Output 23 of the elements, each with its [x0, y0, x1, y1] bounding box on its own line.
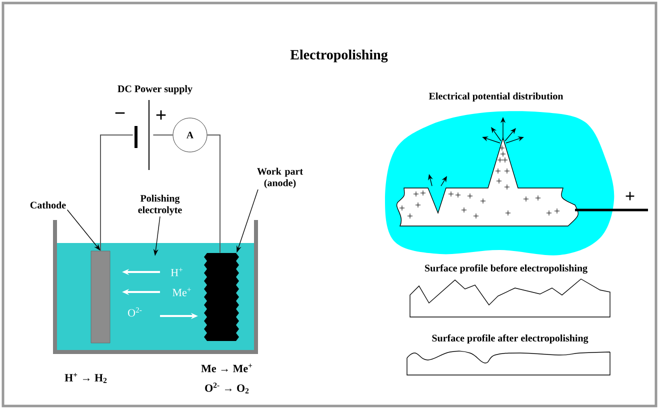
reaction-label: H$^{+}$ → H$_{2}$ — [64, 373, 107, 383]
polarity-sign: − — [115, 112, 125, 114]
callout-label: Cathode — [30, 201, 66, 209]
heading-label: Surface profile before electropolishing — [425, 264, 588, 274]
polarity-sign: + — [626, 192, 634, 200]
title: Electropolishing — [290, 50, 388, 62]
anode-workpiece — [204, 253, 239, 341]
polarity-sign: + — [156, 110, 166, 120]
ion-label: O$^{2-}$ — [128, 307, 142, 317]
caption-label: DC Power supply — [118, 85, 192, 94]
callout-label: Work part (anode) — [257, 168, 304, 188]
wire — [206, 134, 220, 254]
heading-label: Electrical potential distribution — [428, 92, 564, 102]
wire — [100, 134, 134, 252]
reaction-label: Me → Me$^{+}$ — [201, 364, 252, 372]
heading-label: Surface profile after electropolishing — [432, 334, 588, 344]
cathode-plate — [90, 250, 110, 344]
battery-symbol — [134, 100, 150, 170]
callout-label: Polishing electrolyte — [138, 194, 182, 216]
ion-label: H$^{+}$ — [170, 268, 183, 276]
wire — [152, 134, 174, 136]
ion-label: Me$^{+}$ — [172, 288, 191, 296]
reaction-label: O$^{2-}$ → O$_{2}$ — [205, 382, 249, 394]
